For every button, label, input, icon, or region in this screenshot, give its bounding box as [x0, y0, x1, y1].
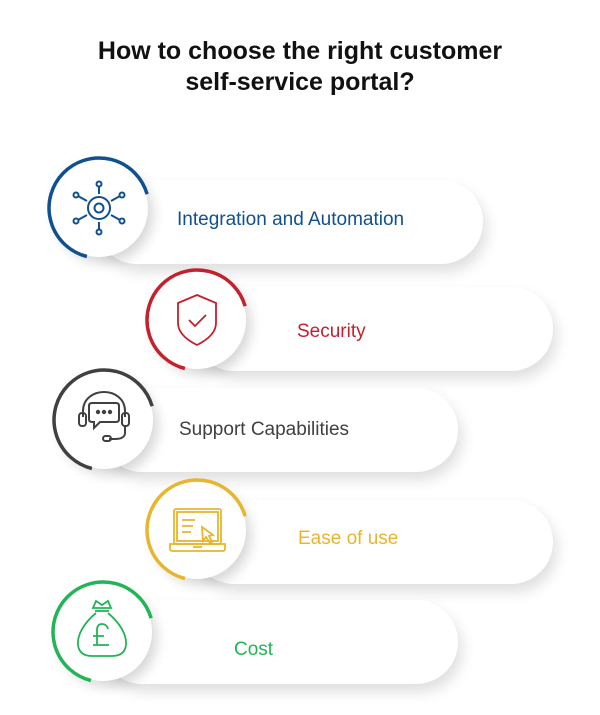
item-circle [49, 365, 159, 475]
title-line-1: How to choose the right customer [97, 37, 503, 65]
item-pill [95, 180, 483, 264]
money-bag-pound-icon [77, 599, 127, 657]
item-label: Support Capabilities [179, 419, 350, 440]
item-circle [142, 475, 252, 585]
item-label: Ease of use [298, 528, 399, 549]
title-line-2: self-service portal? [185, 68, 415, 96]
item-circle [44, 153, 154, 263]
integration-gear-icon [72, 180, 126, 236]
item-label: Security [297, 321, 366, 342]
item-pill [100, 388, 458, 472]
item-circle [142, 265, 252, 375]
item-pill [100, 600, 458, 684]
laptop-cursor-icon [169, 508, 226, 552]
item-pill [192, 500, 553, 584]
page-title: How to choose the right customer self-se… [0, 36, 600, 98]
shield-check-icon [177, 294, 217, 347]
item-label: Integration and Automation [177, 209, 405, 230]
headset-chat-icon [78, 390, 130, 442]
item-label: Cost [234, 639, 274, 660]
item-pill [192, 287, 553, 371]
item-circle [48, 577, 158, 687]
